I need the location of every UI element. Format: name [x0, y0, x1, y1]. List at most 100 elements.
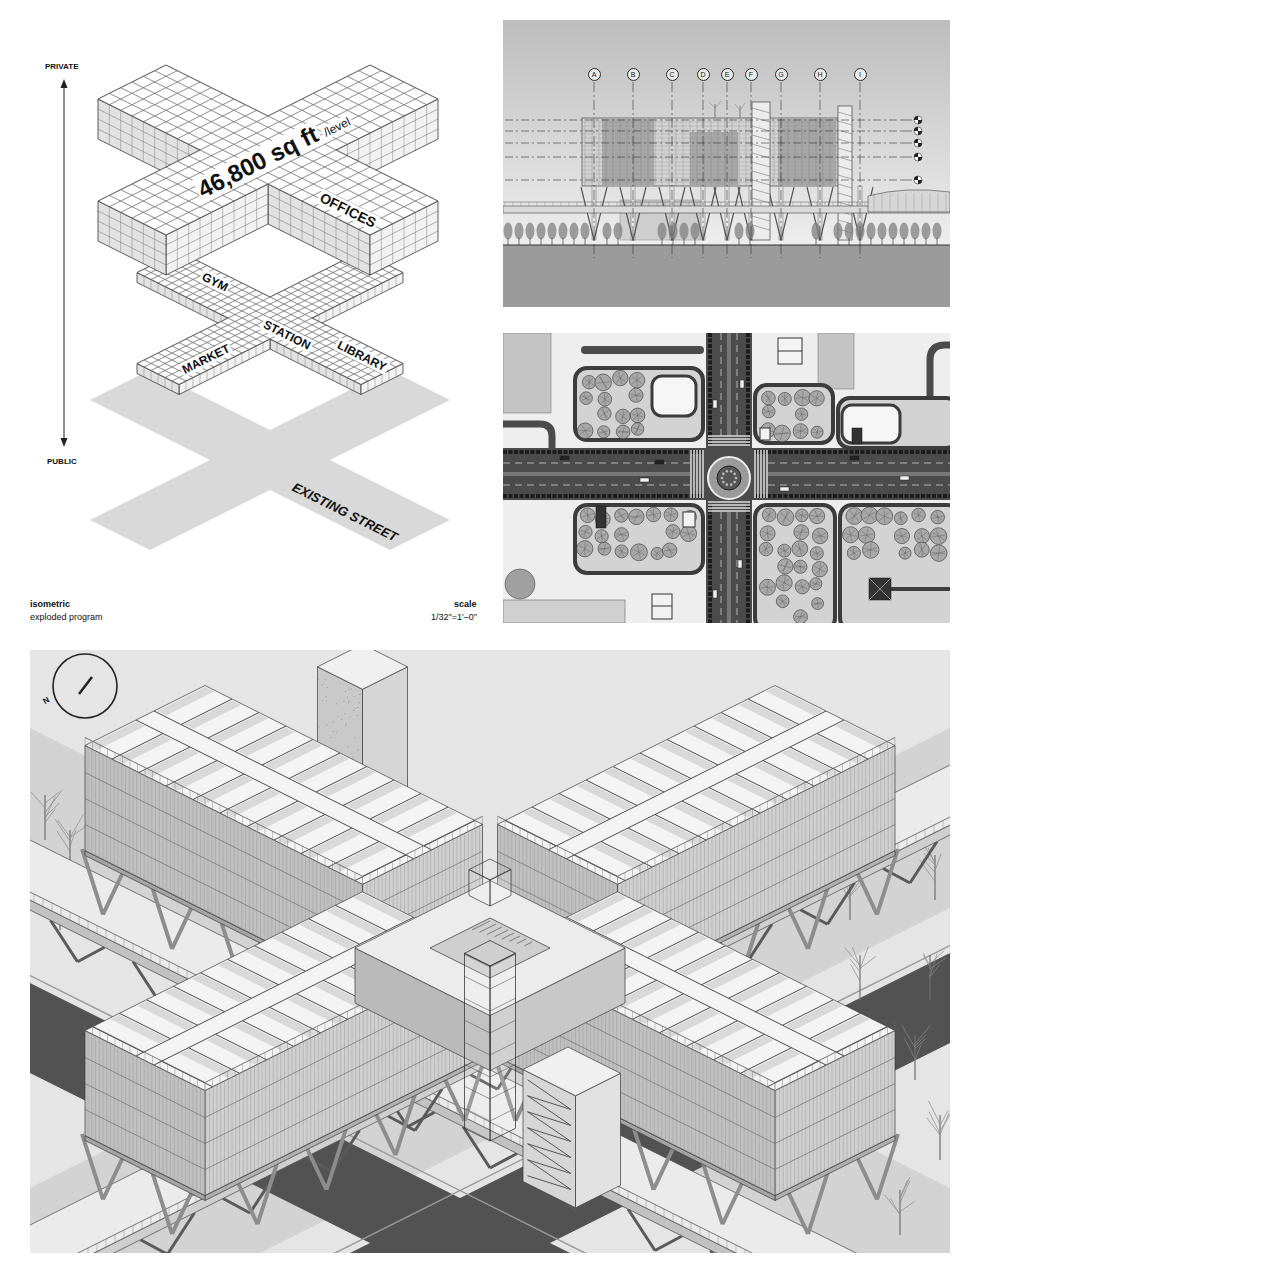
- roundabout: [730, 470, 733, 473]
- roof-railing: [670, 850, 671, 858]
- roof-railing: [835, 768, 836, 776]
- building-elevation: [802, 118, 803, 186]
- tree-plan: [629, 372, 645, 388]
- building-elevation: [714, 187, 727, 240]
- stair-core: [333, 731, 334, 732]
- roof-railing: [767, 1079, 768, 1087]
- car: [738, 560, 742, 568]
- building-elevation: [837, 118, 838, 186]
- roof-railing: [797, 786, 798, 794]
- roof-railing: [827, 1056, 828, 1064]
- building-elevation: [752, 180, 770, 185]
- elevated-rail: [697, 202, 698, 206]
- roundabout: [733, 473, 736, 476]
- tree-plan: [683, 530, 694, 536]
- building-elevation: [582, 158, 848, 159]
- tree-plan: [778, 544, 791, 557]
- tree-plan: [631, 423, 644, 436]
- building-elevation: [585, 118, 586, 186]
- building-elevation: [752, 162, 770, 167]
- building-elevation: [807, 187, 820, 240]
- tree: [900, 1180, 908, 1197]
- roof-railing: [692, 839, 693, 847]
- roof-railing: [730, 1060, 731, 1068]
- elevated-rail: [890, 193, 891, 212]
- tree-elevation: [607, 238, 608, 245]
- roof-room: [619, 830, 676, 859]
- tree-elevation: [552, 238, 553, 245]
- roof-railing: [640, 865, 641, 873]
- roof-railing: [535, 835, 536, 843]
- elevated-rail: [700, 1227, 701, 1235]
- tree-plan: [774, 425, 791, 442]
- stair-core: [354, 696, 355, 697]
- elevated-rail: [801, 202, 802, 206]
- tree: [940, 1110, 948, 1125]
- tree-plan: [597, 382, 610, 384]
- road: [503, 473, 690, 474]
- tree-plan: [850, 550, 858, 557]
- roof-room: [759, 988, 816, 1017]
- roof-railing: [325, 858, 326, 866]
- stair-core: [318, 726, 319, 727]
- roof-railing: [617, 876, 618, 884]
- roof-railing: [640, 1015, 641, 1023]
- elevated-rail: [943, 821, 944, 829]
- roof-room: [373, 795, 430, 824]
- tree-plan: [629, 388, 643, 402]
- site-structure: [596, 506, 606, 528]
- elevated-rail: [916, 834, 917, 842]
- roof-railing: [310, 850, 311, 858]
- tree-plan: [793, 424, 808, 439]
- elevated-rail: [809, 202, 810, 206]
- site-structure: [596, 428, 950, 619]
- tree-elevation: [541, 238, 542, 245]
- roof-railing: [610, 873, 611, 881]
- roof-railing: [242, 816, 243, 824]
- tree-plan: [794, 389, 810, 405]
- tree-plan: [599, 431, 609, 434]
- scale-arrow: [61, 79, 68, 88]
- elevated-rail: [655, 1236, 682, 1251]
- roof-railing: [887, 741, 888, 749]
- roof-railing: [737, 1064, 738, 1072]
- grid-line: [594, 82, 860, 258]
- roof-railing: [865, 753, 866, 761]
- roof-railing: [160, 775, 161, 783]
- roof-railing: [452, 831, 453, 839]
- roof-room: [813, 1015, 870, 1044]
- tree-plan: [599, 547, 609, 550]
- tree-plan: [865, 547, 877, 552]
- stair-core: [345, 723, 346, 724]
- road: [737, 512, 738, 623]
- tree-plan: [651, 547, 663, 559]
- building-elevation: [620, 118, 621, 186]
- roof-railing: [700, 835, 701, 843]
- roof-railing: [752, 1071, 753, 1079]
- elevated-rail: [142, 948, 143, 956]
- tree-plan: [914, 542, 929, 557]
- building-elevation: [838, 121, 852, 125]
- elevated-rail: [628, 1191, 629, 1199]
- stair-core: [348, 689, 349, 690]
- tree-plan: [849, 550, 858, 555]
- roof-room: [808, 735, 865, 764]
- tree-elevation: [585, 238, 586, 245]
- tree-plan: [879, 512, 889, 521]
- elevated-rail: [641, 202, 642, 206]
- building-elevation: [795, 118, 796, 186]
- roof-railing: [182, 786, 183, 794]
- level-line: [900, 180, 912, 181]
- tree-plan: [795, 429, 806, 434]
- roof-room: [424, 821, 475, 847]
- road: [737, 333, 738, 436]
- roof-railing: [587, 861, 588, 869]
- roof-room: [250, 803, 307, 832]
- elevated-rail: [906, 193, 907, 212]
- stair-core: [348, 702, 349, 703]
- tree-plan: [764, 410, 774, 413]
- tree-plan: [915, 511, 922, 519]
- elevated-rail: [61, 908, 62, 916]
- tree-plan: [812, 395, 822, 402]
- building-elevation: [838, 202, 852, 206]
